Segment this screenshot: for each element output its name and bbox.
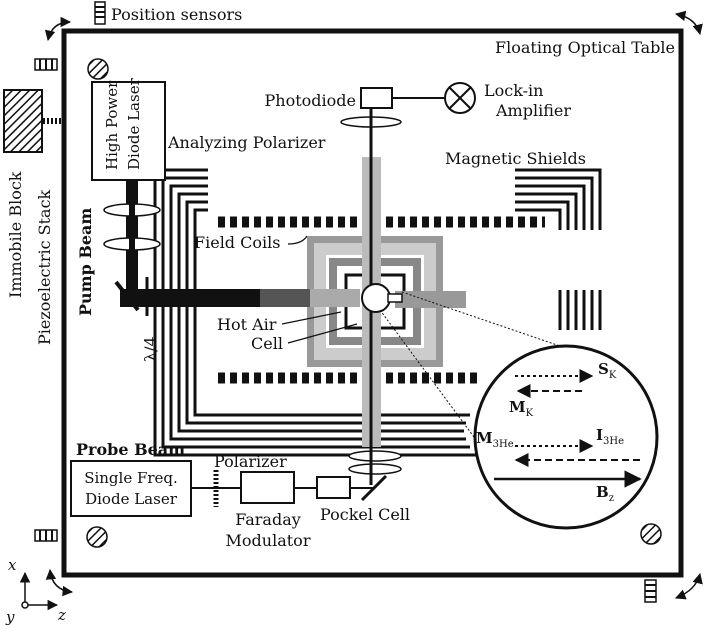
pump-beam-label: Pump Beam	[76, 208, 95, 316]
optical-table-frame	[61, 28, 684, 578]
pump-beam-fade-2	[310, 289, 360, 307]
probe-beam-label: Probe Beam	[76, 440, 185, 459]
probe-lens-2	[348, 463, 402, 475]
magnetic-shields-label: Magnetic Shields	[445, 149, 586, 168]
probe-lens-1	[348, 450, 402, 462]
i-3he-label: I3He	[596, 426, 624, 447]
immobile-block	[3, 89, 43, 153]
corner-arrow-bottom-right	[675, 572, 703, 600]
polarizer-label: Polarizer	[214, 452, 287, 471]
single-freq-laser-label: Diode Laser	[85, 490, 178, 508]
spin-zoom-circle	[473, 344, 659, 530]
pump-beam-fade-1	[260, 289, 310, 307]
position-sensors-label: Position sensors	[111, 5, 242, 24]
position-sensor-left-top	[34, 58, 58, 71]
analyzing-polarizer-label: Analyzing Polarizer	[167, 133, 326, 152]
position-sensor-bottom-right	[644, 579, 657, 603]
coordinate-axes	[19, 571, 59, 611]
high-power-diode-laser	[91, 81, 166, 181]
axis-z-label: z	[57, 606, 66, 624]
axis-y-label: y	[5, 608, 15, 626]
lockin-label: Lock-in	[484, 81, 543, 100]
table-leg-bottom-right	[640, 523, 662, 545]
high-power-label: High Power	[103, 80, 121, 170]
s-k-label: SK	[598, 360, 617, 381]
pockel-cell-label: Pockel Cell	[320, 505, 410, 524]
lambda-quarter-label: λ/4	[141, 336, 160, 362]
corner-arrow-top-left	[44, 16, 72, 42]
floating-optical-table-label: Floating Optical Table	[495, 38, 675, 57]
diode-laser-label: Diode Laser	[125, 77, 143, 170]
cell-label: Cell	[251, 334, 283, 353]
axis-x-label: x	[8, 556, 17, 574]
hot-vapor-cell	[361, 283, 391, 313]
pockel-cell	[316, 476, 351, 499]
piezoelectric-stack-label: Piezoelectric Stack	[35, 189, 54, 345]
amplifier-label: Amplifier	[495, 101, 571, 120]
pump-beam-horizontal	[120, 289, 260, 307]
single-freq-diode-laser	[70, 460, 192, 517]
single-freq-label: Single Freq.	[84, 469, 178, 487]
photodiode	[360, 87, 393, 109]
magnetic-shields	[153, 168, 602, 457]
faraday-modulator	[240, 471, 295, 504]
table-leg-top-left	[87, 58, 109, 80]
pump-mirror	[114, 280, 140, 312]
b-z-label: Bz	[596, 483, 614, 504]
faraday-label: Faraday	[235, 510, 301, 529]
corner-arrow-bottom-left	[45, 568, 74, 597]
field-coils-label: Field Coils	[194, 233, 280, 252]
immobile-block-label: Immobile Block	[6, 171, 25, 298]
hot-air-label: Hot Air	[217, 315, 277, 334]
position-sensor-left-bottom	[34, 529, 58, 542]
table-leg-bottom-left	[86, 526, 108, 548]
position-sensor-icon	[94, 1, 106, 25]
modulator-label: Modulator	[226, 531, 311, 550]
pump-beam-vertical	[126, 178, 138, 290]
lock-in-amplifier-icon	[444, 82, 476, 114]
corner-arrow-top-right	[674, 10, 703, 36]
pump-gradient-right	[395, 291, 466, 308]
m-k-label: MK	[509, 398, 534, 419]
m-3he-label: M3He	[476, 429, 514, 450]
photodiode-label: Photodiode	[265, 91, 356, 110]
